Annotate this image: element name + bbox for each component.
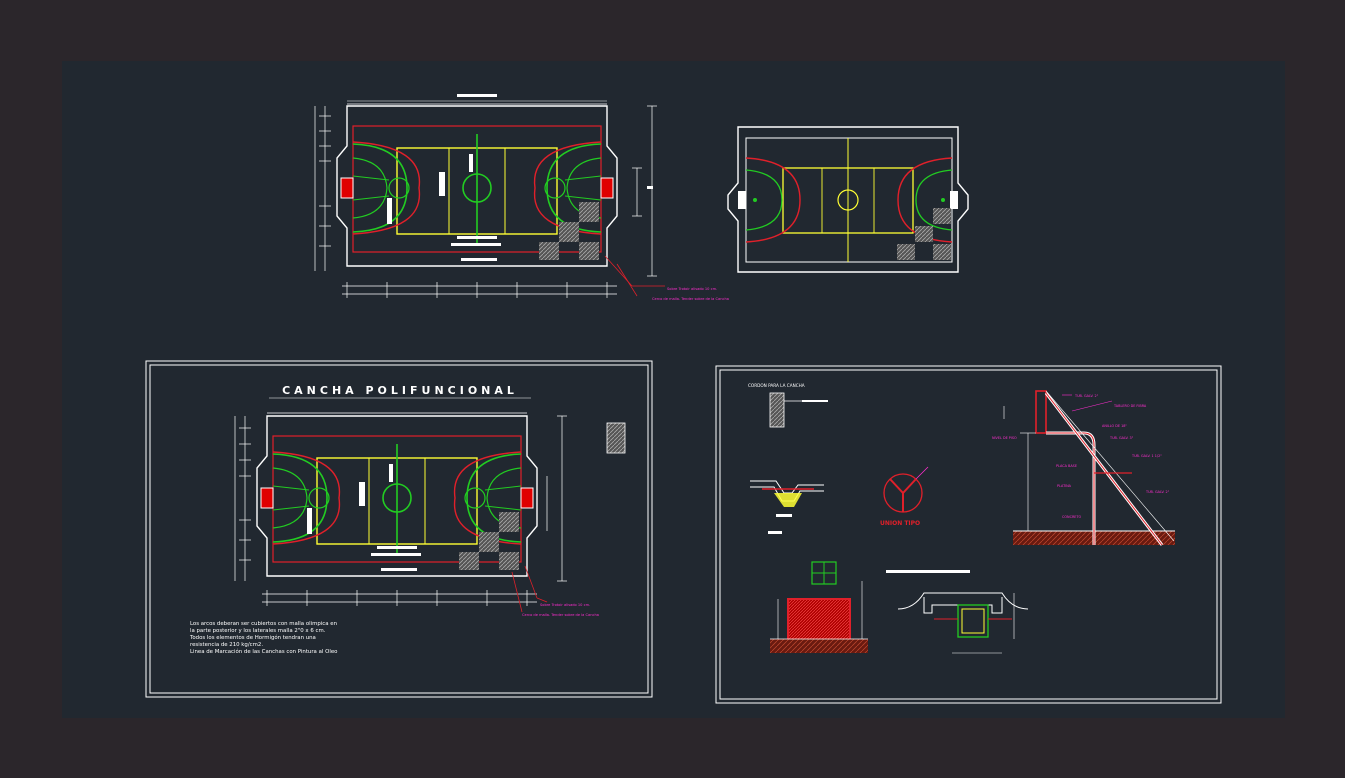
post-label: TUB. GALV. 2" bbox=[1145, 490, 1170, 494]
note-line: Linea de Marcación de las Canchas con Pi… bbox=[190, 648, 337, 655]
basketball-post-elevation bbox=[1003, 390, 1175, 546]
slab-detail bbox=[750, 480, 824, 534]
union-label: UNION TIPO bbox=[880, 520, 920, 527]
post-label: TUB. GALV. 3" bbox=[1109, 436, 1134, 440]
post-label: TABLERO DE FIBRA bbox=[1113, 404, 1147, 408]
note-line: Todos los elementos de Hormigón tendran … bbox=[189, 634, 316, 641]
left-callout-2: Cerco de malla. Tender sobre de la Canch… bbox=[522, 613, 599, 617]
bottom-left-court-plan bbox=[234, 412, 567, 613]
note-line: la parte posterior y los laterales malla… bbox=[190, 628, 326, 634]
hatch-legend bbox=[606, 422, 626, 454]
curb-detail bbox=[769, 392, 828, 428]
sheet-title: CANCHA POLIFUNCIONAL bbox=[282, 384, 518, 397]
footing-detail-left bbox=[770, 561, 868, 653]
sheet-notes: Los arcos deberan ser cubiertos con mall… bbox=[189, 621, 337, 655]
curb-title: CORDON PARA LA CANCHA bbox=[748, 383, 805, 388]
post-label: NIVEL DE PISO bbox=[992, 436, 1017, 440]
note-line: Los arcos deberan ser cubiertos con mall… bbox=[190, 621, 337, 627]
channel-section bbox=[886, 570, 1029, 654]
top-callout-2: Cerco de malla. Tender sobre de la Canch… bbox=[652, 297, 729, 301]
top-callout-1: Sobre Trotoir alisado 10 cm. bbox=[667, 287, 717, 291]
top-left-court-plan: Sobre Trotoir alisado 10 cm. Cerco de ma… bbox=[314, 94, 729, 301]
top-right-court-plan bbox=[727, 126, 969, 273]
note-line: resistencia de 210 kg/cm2. bbox=[190, 642, 263, 648]
post-labels: TUB. GALV. 2" TABLERO DE FIBRA ANILLO DE… bbox=[992, 394, 1170, 519]
union-detail bbox=[883, 466, 929, 513]
post-label: PLATINA bbox=[1057, 484, 1072, 488]
model-space[interactable]: Sobre Trotoir alisado 10 cm. Cerco de ma… bbox=[62, 61, 1285, 718]
post-label: PLACA BASE bbox=[1056, 464, 1077, 468]
sheet-left bbox=[145, 360, 653, 698]
cad-drawing: Sobre Trotoir alisado 10 cm. Cerco de ma… bbox=[145, 94, 1222, 704]
post-label: TUB. GALV. 1 1/2" bbox=[1131, 454, 1162, 458]
left-callout-1: Sobre Trotoir alisado 10 cm. bbox=[540, 603, 590, 607]
sheet-right bbox=[715, 365, 1222, 704]
post-label: TUB. GALV. 2" bbox=[1074, 394, 1099, 398]
post-label: ANILLO DE 18" bbox=[1102, 424, 1127, 428]
post-label: CONCRETO bbox=[1062, 515, 1082, 519]
